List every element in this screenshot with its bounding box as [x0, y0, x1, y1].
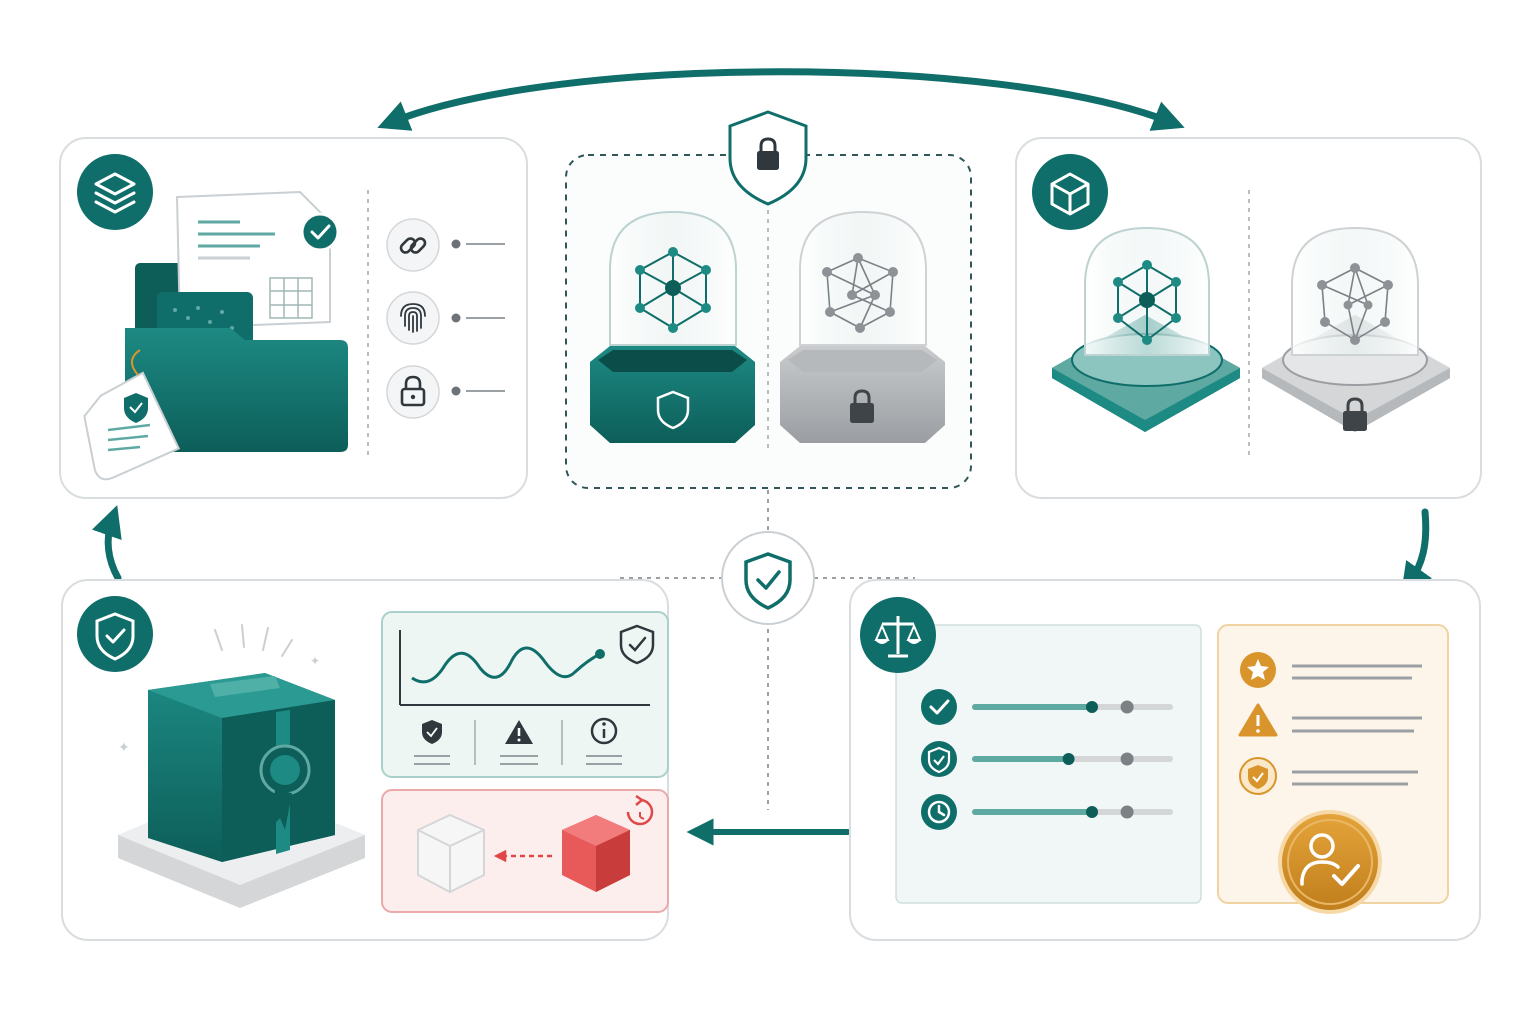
- monitor-shield-check-icon: [414, 720, 450, 765]
- slider-knob: [1086, 701, 1098, 713]
- right-down-arrow: [1400, 508, 1432, 595]
- left-up-arrow: [91, 505, 122, 582]
- slider-knob: [1086, 806, 1098, 818]
- hub-shield-check-icon: [721, 531, 815, 625]
- threshold-marker: [1120, 752, 1134, 766]
- rollback-card: [381, 789, 669, 913]
- top-cycle-arrow: [377, 68, 1185, 131]
- threshold-marker: [1120, 805, 1134, 819]
- ghost-cube-icon: [417, 813, 485, 894]
- monitor-info-icon: [586, 717, 622, 765]
- rollback-refresh-icon: [626, 794, 654, 826]
- criteria-sliders: [921, 689, 1173, 830]
- isolation-panel: [565, 110, 972, 489]
- slider-knob: [1062, 753, 1075, 765]
- svg-text:✦: ✦: [310, 654, 320, 668]
- cycle-arrows: [91, 68, 1432, 846]
- models-panel: [1015, 137, 1482, 499]
- inputs-panel: [59, 137, 528, 499]
- sealed-box-icon: ✦ ✦: [118, 624, 365, 908]
- data-folder-icon: [83, 190, 348, 481]
- active-model: [1052, 226, 1240, 432]
- shield-check-icon: [921, 741, 957, 777]
- user-check-icon: [1278, 810, 1382, 914]
- svg-text:✦: ✦: [118, 740, 130, 756]
- check-icon: [921, 689, 957, 725]
- cube-icon: [1032, 154, 1108, 230]
- layers-icon: [77, 154, 153, 230]
- hub-connectors: [620, 490, 915, 810]
- shield-check-icon: [77, 596, 153, 672]
- locked-model: [1262, 226, 1450, 432]
- locked-environment: [780, 210, 945, 443]
- star-icon: [1240, 652, 1276, 688]
- threshold-marker: [1120, 700, 1134, 714]
- fingerprint-icon: [386, 291, 505, 345]
- balance-scale-icon: [860, 597, 936, 673]
- criteria-row: [921, 741, 1173, 777]
- link-icon: [386, 218, 505, 272]
- criteria-row: [921, 689, 1173, 725]
- lock-icon: [386, 365, 505, 419]
- shield-lock-icon: [728, 110, 808, 206]
- protected-environment: [590, 210, 755, 443]
- warning-icon: [1238, 703, 1278, 737]
- review-card: [1217, 624, 1449, 914]
- deployment-panel: ✦ ✦: [61, 579, 669, 941]
- metric-trend-line: [411, 646, 601, 684]
- red-cube-icon: [562, 815, 630, 892]
- monitoring-card: [381, 611, 669, 778]
- criteria-row: [921, 794, 1173, 830]
- monitor-warning-icon: [500, 720, 538, 765]
- governance-panel: [849, 579, 1481, 941]
- review-shield-check-icon: [1239, 757, 1277, 795]
- clock-icon: [921, 794, 957, 830]
